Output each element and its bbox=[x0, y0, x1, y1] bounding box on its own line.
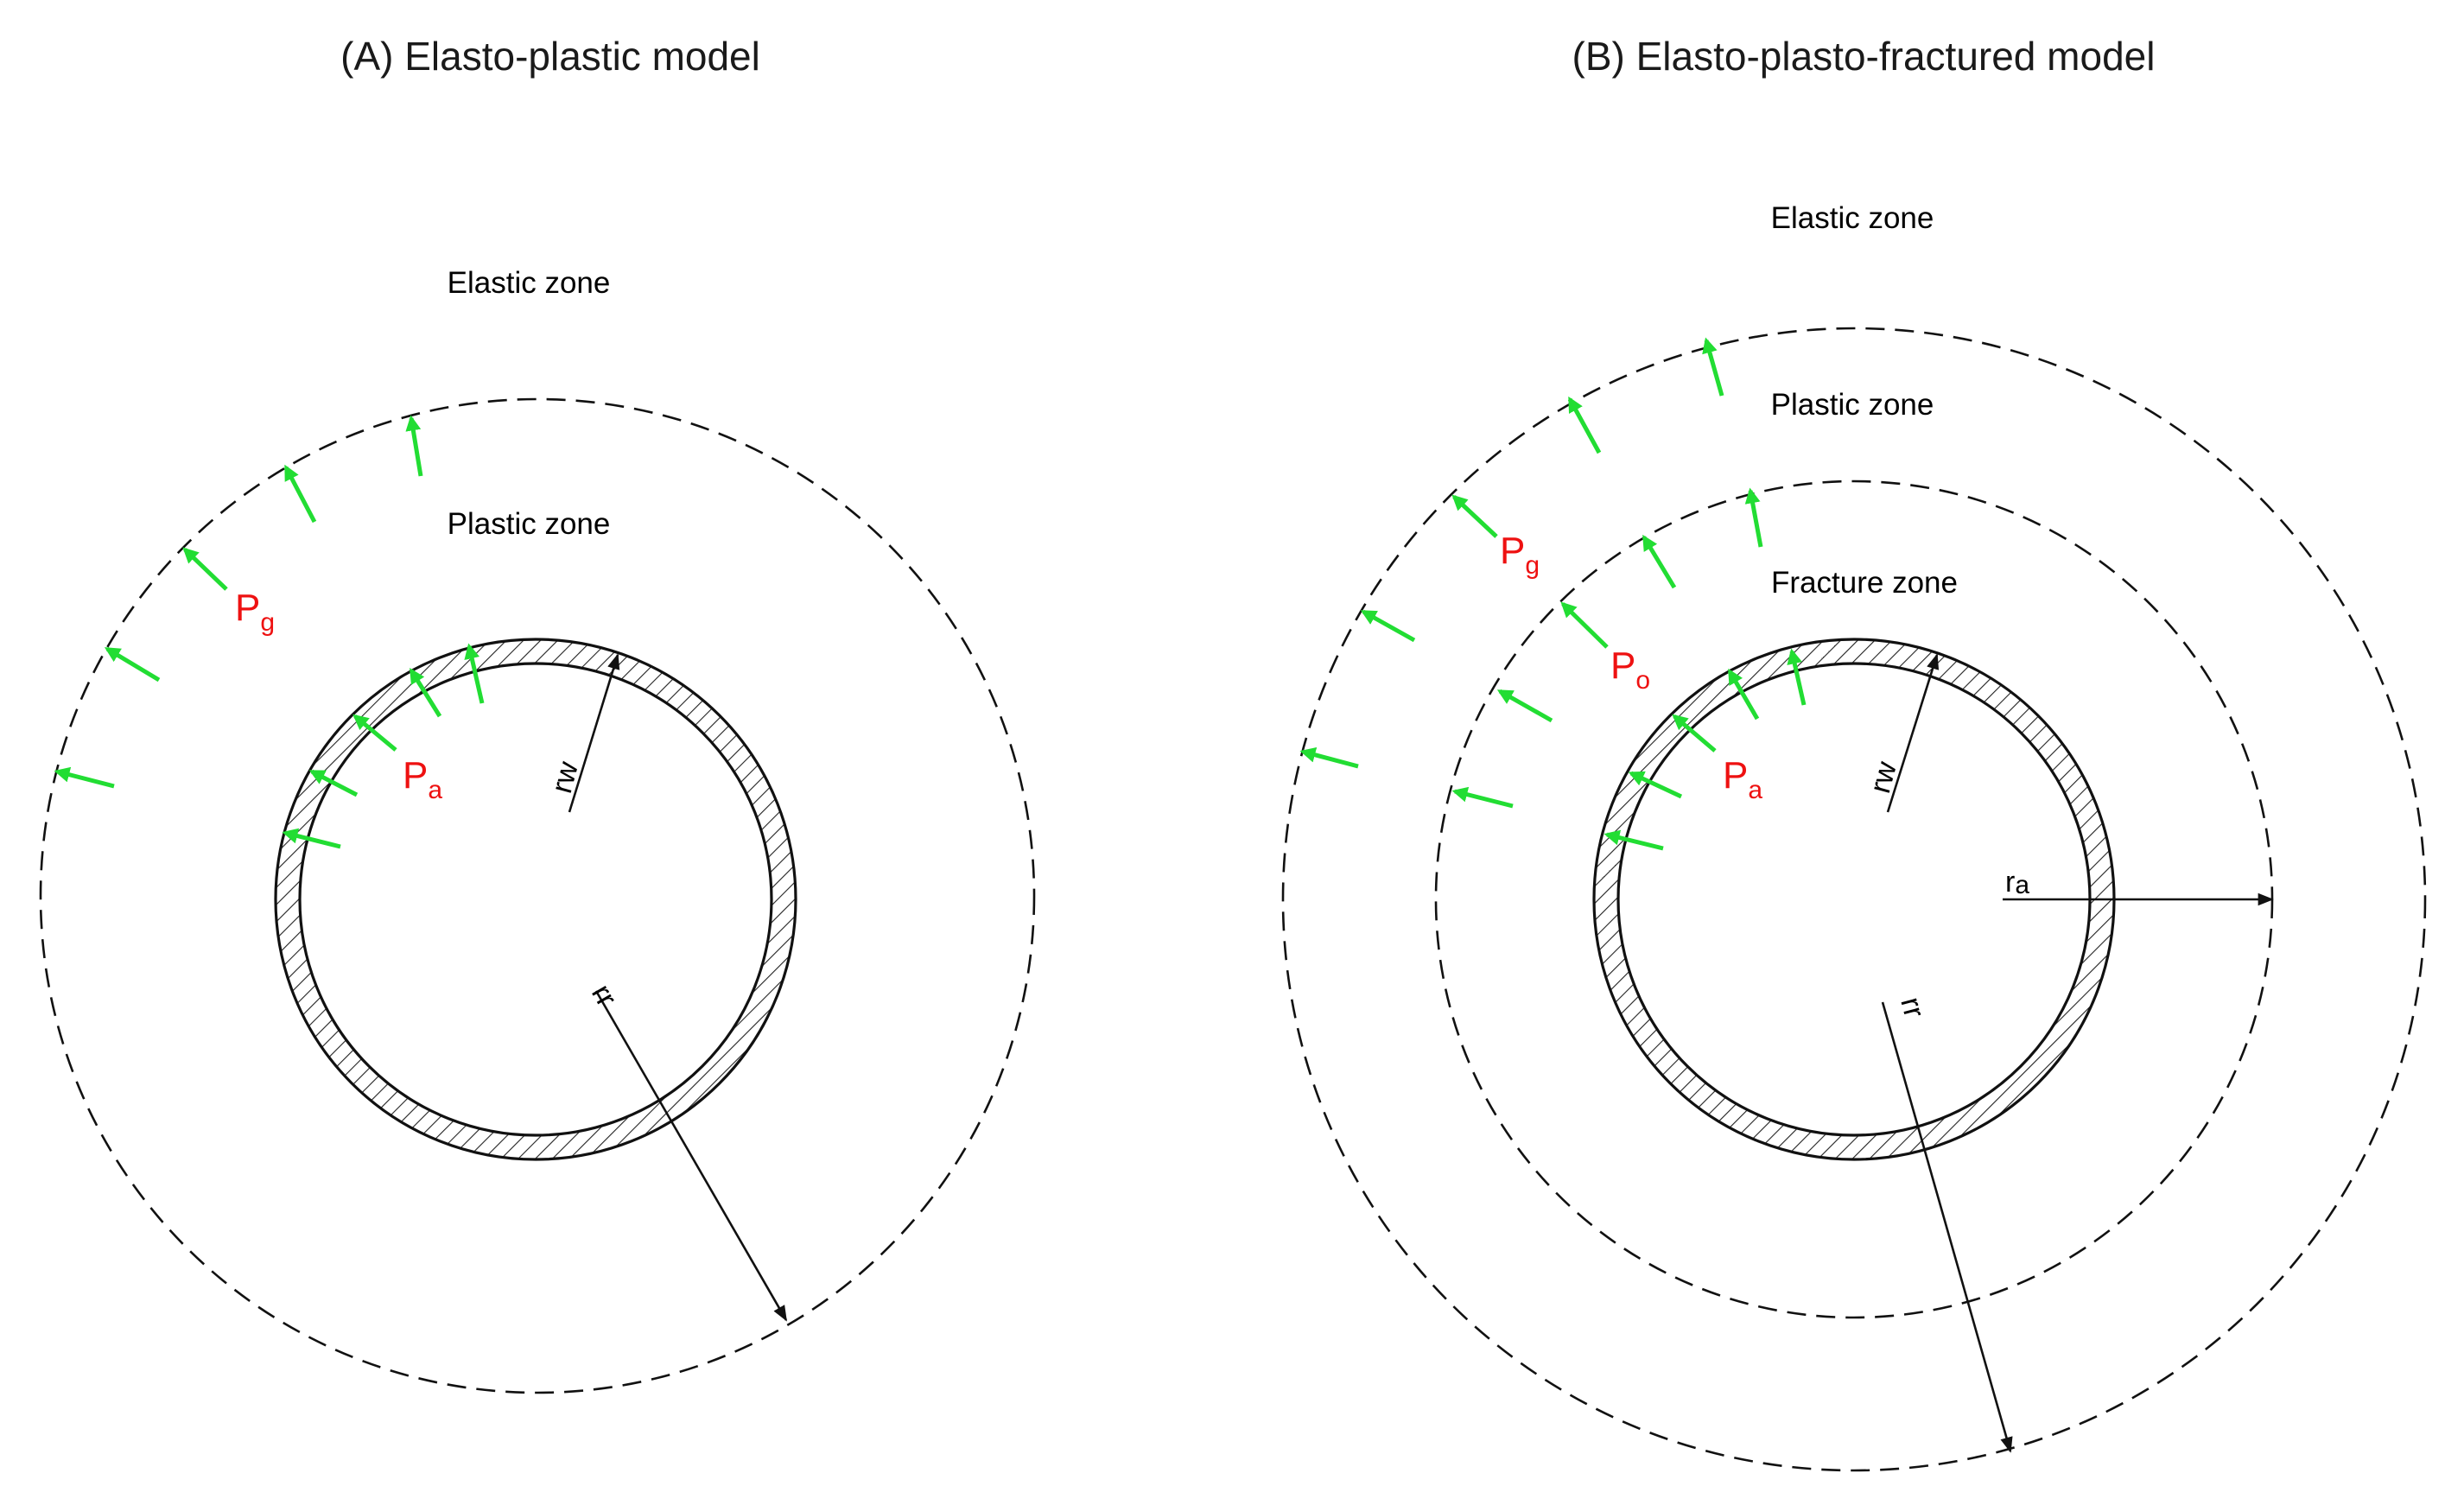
panel-b-pa-label: Pa bbox=[1723, 754, 1762, 804]
pressure-arrow bbox=[1496, 689, 1553, 723]
panel-a-pa-label: Pa bbox=[403, 754, 442, 804]
pressure-arrow bbox=[182, 547, 228, 591]
panel-a-casing-wall bbox=[276, 639, 796, 1159]
panel-a-rw-arrow bbox=[568, 653, 620, 813]
panel-b: (B) Elasto-plasto-fractured model Elasti… bbox=[1281, 34, 2427, 1472]
pressure-arrow bbox=[1642, 534, 1677, 589]
pressure-arrow bbox=[1451, 786, 1514, 809]
pressure-arrow bbox=[409, 667, 442, 718]
panel-b-po-label: Po bbox=[1610, 645, 1650, 695]
pressure-arrow bbox=[282, 828, 341, 849]
panel-b-po-arrows bbox=[1451, 487, 1763, 809]
pressure-arrow bbox=[308, 769, 359, 797]
pressure-arrow bbox=[352, 714, 397, 752]
panel-a-rw-label: rw bbox=[545, 758, 585, 797]
panel-b-elastic-zone-label: Elastic zone bbox=[1771, 201, 1934, 235]
panel-a-casing-inner bbox=[298, 662, 773, 1137]
pressure-arrow bbox=[1299, 746, 1359, 769]
pressure-arrow bbox=[54, 766, 115, 789]
pressure-arrow bbox=[1702, 337, 1724, 397]
pressure-arrow bbox=[1604, 829, 1664, 851]
panel-b-fracture-zone-label: Fracture zone bbox=[1771, 566, 1958, 600]
panel-a-elastic-plastic-boundary bbox=[39, 397, 1036, 1394]
panel-b-pg-label: Pg bbox=[1500, 530, 1540, 580]
panel-a-pg-arrows bbox=[54, 415, 423, 789]
panel-a-title: (A) Elasto-plastic model bbox=[340, 34, 760, 79]
pressure-arrow bbox=[1560, 601, 1609, 649]
pressure-arrow bbox=[1451, 494, 1498, 538]
panel-b-title: (B) Elasto-plasto-fractured model bbox=[1572, 34, 2156, 79]
panel-a-plastic-zone-label: Plastic zone bbox=[448, 507, 611, 541]
panel-b-ra-label: ra bbox=[2005, 866, 2029, 899]
pressure-arrow bbox=[464, 643, 485, 704]
panel-a: (A) Elasto-plastic model Elastic zone Pl… bbox=[39, 34, 1036, 1394]
panel-a-rr-label: rr bbox=[585, 979, 623, 1013]
panel-b-rw-arrow bbox=[1886, 653, 1940, 813]
pressure-arrow bbox=[405, 415, 423, 477]
pressure-arrow bbox=[1787, 648, 1807, 706]
panel-a-elastic-zone-label: Elastic zone bbox=[448, 266, 611, 300]
panel-b-pg-arrows bbox=[1299, 337, 1724, 769]
pressure-arrow bbox=[1744, 487, 1763, 548]
pressure-arrow bbox=[1360, 609, 1416, 643]
pressure-arrow bbox=[104, 646, 161, 683]
pressure-arrow bbox=[1628, 771, 1683, 799]
pressure-arrow bbox=[1727, 668, 1760, 721]
panel-a-rr-arrow bbox=[594, 990, 788, 1322]
panel-a-casing-outer bbox=[274, 638, 797, 1161]
panel-a-pg-label: Pg bbox=[235, 587, 275, 637]
pressure-arrow bbox=[1672, 714, 1717, 752]
pressure-arrow bbox=[1567, 396, 1602, 454]
pressure-arrow bbox=[283, 464, 317, 524]
panel-b-pa-arrows bbox=[1604, 648, 1807, 851]
panel-a-pa-arrows bbox=[282, 643, 485, 849]
panel-b-rw-label: rw bbox=[1864, 758, 1903, 797]
panel-b-plastic-zone-label: Plastic zone bbox=[1771, 388, 1934, 422]
panel-b-rr-arrow bbox=[1881, 1001, 2013, 1453]
panel-b-elastic-plastic-boundary bbox=[1281, 327, 2427, 1472]
panel-b-rr-label: rr bbox=[1894, 994, 1931, 1021]
